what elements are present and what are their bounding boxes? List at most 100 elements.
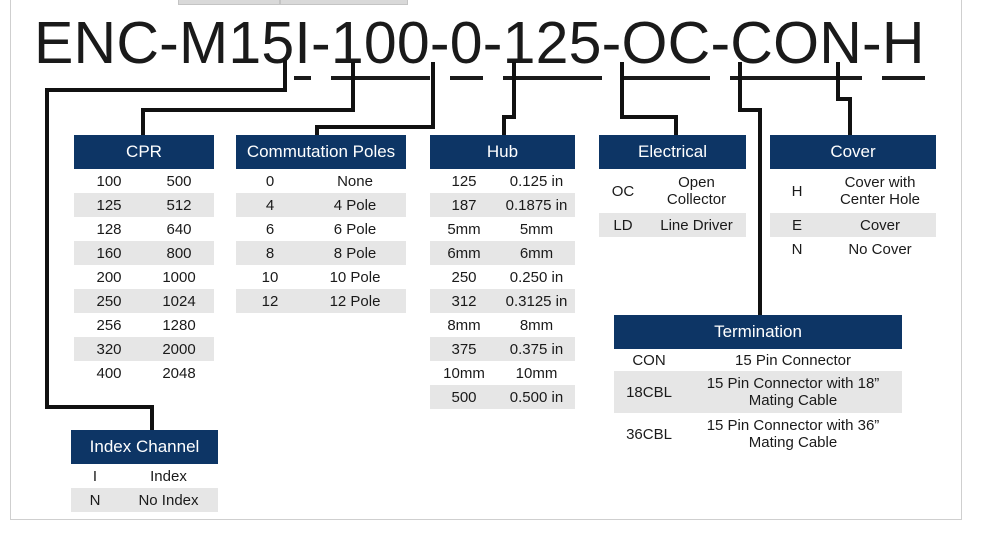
cover-header: Cover bbox=[770, 135, 936, 169]
cover-value-cell: Cover bbox=[859, 216, 900, 234]
electrical-header: Electrical bbox=[599, 135, 746, 169]
cpr-value-cell: 2000 bbox=[162, 340, 196, 358]
cover-code-cell: H bbox=[791, 182, 803, 200]
hub-code-cell: 6mm bbox=[447, 244, 481, 262]
line-cover bbox=[836, 62, 852, 136]
cover-code-cell: N bbox=[791, 240, 803, 258]
hub-value-cell: 10mm bbox=[515, 364, 558, 382]
hub-value-cell: 0.125 in bbox=[509, 172, 564, 190]
index-header: Index Channel bbox=[71, 430, 218, 464]
cover-row: N No Cover bbox=[770, 237, 936, 261]
part-number-segment: 100 bbox=[330, 10, 430, 80]
termination-header: Termination bbox=[614, 315, 902, 349]
cpr-value-cell: 1024 bbox=[162, 292, 196, 310]
part-number-segment: I bbox=[294, 10, 311, 80]
poles-value-cell: 8 Pole bbox=[333, 244, 377, 262]
part-number-segment: - bbox=[710, 10, 731, 76]
poles-value-cell: 6 Pole bbox=[333, 220, 377, 238]
line-termination bbox=[738, 62, 762, 316]
poles-header: Commutation Poles bbox=[236, 135, 406, 169]
poles-code-cell: 10 bbox=[261, 268, 279, 286]
cpr-row: 320 2000 bbox=[74, 337, 214, 361]
hub-value-cell: 6mm bbox=[519, 244, 554, 262]
cpr-value-cell: 1000 bbox=[162, 268, 196, 286]
poles-value-cell: 12 Pole bbox=[329, 292, 381, 310]
cpr-value-cell: 2048 bbox=[162, 364, 196, 382]
part-number-segment: OC bbox=[621, 10, 711, 80]
poles-row: 12 12 Pole bbox=[236, 289, 406, 313]
index-code-cell: N bbox=[89, 491, 101, 509]
electrical-value-cell: Open Collector bbox=[666, 174, 727, 208]
cover-code-cell: E bbox=[791, 216, 802, 234]
hub-row: 312 0.3125 in bbox=[430, 289, 575, 313]
part-number-segment: - bbox=[601, 10, 622, 76]
hub-value-cell: 8mm bbox=[519, 316, 554, 334]
cover-value-cell: No Cover bbox=[848, 240, 912, 258]
cpr-code-cell: 400 bbox=[96, 364, 122, 382]
poles-code-cell: 12 bbox=[261, 292, 279, 310]
poles-row: 0 None bbox=[236, 169, 406, 193]
cpr-code-cell: 200 bbox=[96, 268, 122, 286]
poles-code-cell: 0 bbox=[265, 172, 275, 190]
part-number-segment: - bbox=[429, 10, 450, 76]
electrical-code-cell: OC bbox=[611, 182, 635, 200]
cover-row: E Cover bbox=[770, 213, 936, 237]
hub-code-cell: 10mm bbox=[443, 364, 485, 382]
cover-value-cell: Cover with Center Hole bbox=[839, 174, 921, 208]
hub-value-cell: 0.500 in bbox=[509, 388, 564, 406]
cpr-value-cell: 800 bbox=[166, 244, 192, 262]
part-number-title: ENC-M15I-100-0-125-OC-CON-H bbox=[34, 8, 925, 80]
hub-code-cell: 125 bbox=[451, 172, 477, 190]
hub-value-cell: 0.375 in bbox=[509, 340, 564, 358]
cpr-row: 400 2048 bbox=[74, 361, 214, 385]
hub-code-cell: 5mm bbox=[447, 220, 481, 238]
hub-value-cell: 0.1875 in bbox=[505, 196, 568, 214]
hub-code-cell: 312 bbox=[451, 292, 477, 310]
termination-value-cell: 15 Pin Connector bbox=[735, 351, 851, 369]
cpr-code-cell: 160 bbox=[96, 244, 122, 262]
cpr-value-cell: 500 bbox=[166, 172, 192, 190]
termination-code-cell: 36CBL bbox=[626, 425, 672, 443]
hub-row: 125 0.125 in bbox=[430, 169, 575, 193]
termination-code-cell: 18CBL bbox=[626, 383, 672, 401]
hub-row: 10mm 10mm bbox=[430, 361, 575, 385]
line-cpr bbox=[141, 62, 355, 136]
cpr-header: CPR bbox=[74, 135, 214, 169]
poles-value-cell: None bbox=[337, 172, 373, 190]
cpr-code-cell: 320 bbox=[96, 340, 122, 358]
cpr-code-cell: 100 bbox=[96, 172, 122, 190]
cpr-row: 200 1000 bbox=[74, 265, 214, 289]
hub-value-cell: 0.3125 in bbox=[505, 292, 568, 310]
part-number-segment: H bbox=[881, 10, 925, 80]
top-tab-left[interactable] bbox=[178, 0, 280, 5]
top-tab-right[interactable] bbox=[280, 0, 408, 5]
poles-value-cell: 10 Pole bbox=[329, 268, 381, 286]
cpr-value-cell: 1280 bbox=[162, 316, 196, 334]
part-number-segment: - bbox=[482, 10, 503, 76]
hub-code-cell: 250 bbox=[451, 268, 477, 286]
hub-header: Hub bbox=[430, 135, 575, 169]
